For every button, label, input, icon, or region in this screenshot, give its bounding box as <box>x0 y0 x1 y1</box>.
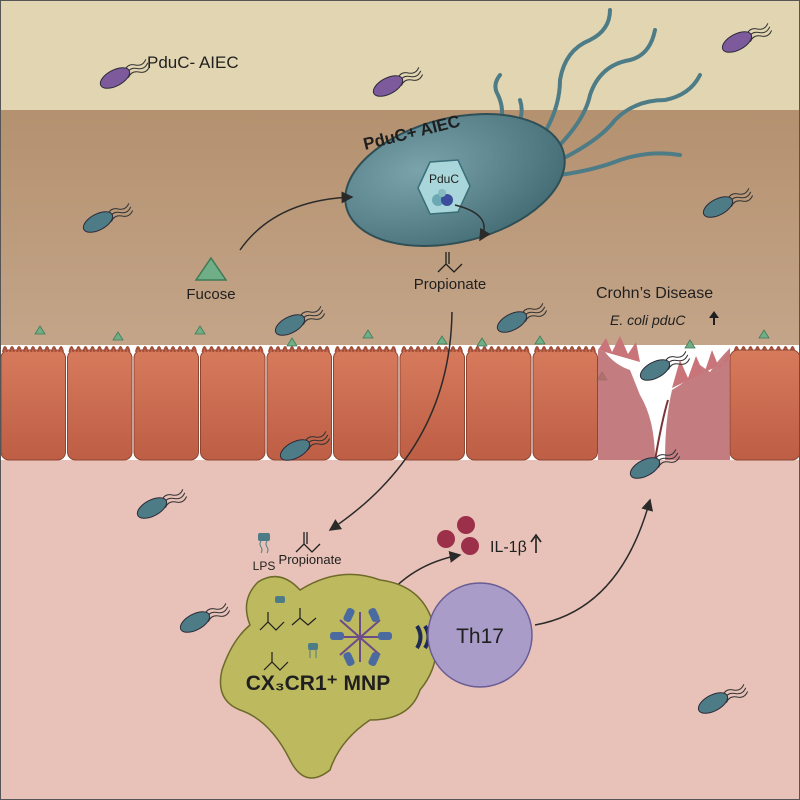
fucose-triangle-icon <box>758 329 770 339</box>
mnp-label: CX₃CR1⁺ MNP <box>246 672 390 695</box>
up-arrow-icon <box>709 311 719 325</box>
up-arrow-icon <box>530 533 542 553</box>
bacterium <box>629 449 681 479</box>
epithelial-cell <box>466 346 532 461</box>
epithelial-cell <box>0 346 66 461</box>
propionate-molecule-icon <box>295 532 321 553</box>
fucose-triangle-icon <box>34 325 46 335</box>
fucose-triangle-icon <box>194 325 206 335</box>
il1b-label: IL-1β <box>490 539 527 556</box>
epithelial-cell <box>200 346 266 461</box>
bacterium <box>639 351 691 381</box>
bacterium <box>697 684 749 714</box>
fucose-triangle-icon <box>534 335 546 345</box>
propionate-molecule-icon <box>437 252 463 273</box>
fucose-triangle-icon <box>362 329 374 339</box>
pduc-minus-aiec-label: PduC- AIEC <box>147 53 239 72</box>
bacterium <box>179 603 231 633</box>
bacteria-group <box>82 23 773 714</box>
bacterium <box>721 23 773 53</box>
mucus-layer <box>0 0 800 110</box>
fucose-triangle-icon <box>194 256 228 281</box>
pduc-label: PduC <box>429 172 459 186</box>
damaged-epithelium <box>598 336 730 461</box>
pduc-plus-aiec-large: PduC <box>344 8 702 247</box>
pathway-arrows <box>239 191 654 626</box>
fucose-triangle-icon <box>112 331 124 341</box>
bacterium <box>702 188 754 218</box>
lps-molecule-icon <box>258 533 270 554</box>
pduc-microcompartment <box>417 159 471 215</box>
cx3cr1-mnp-cell: CX₃CR1⁺ MNP <box>219 573 438 779</box>
bacterium <box>372 67 424 97</box>
epithelial-cell <box>729 349 800 461</box>
fucose-triangle-icon <box>286 337 298 347</box>
propionate-lumen-label: Propionate <box>414 276 487 293</box>
bacterium <box>82 203 134 233</box>
ecoli-pduc-label: E. coli pduC <box>610 312 686 328</box>
th17-label: Th17 <box>456 625 504 648</box>
epithelial-cell <box>333 346 399 461</box>
bacterium <box>136 489 188 519</box>
fucose-label: Fucose <box>186 286 235 303</box>
epithelium <box>0 325 800 461</box>
crohns-disease-label: Crohn’s Disease <box>596 285 713 302</box>
bacterium <box>274 306 326 336</box>
th17-cell: Th17 <box>427 582 533 688</box>
lps-label: LPS <box>253 559 276 573</box>
bacterium <box>279 431 331 461</box>
fucose-triangle-icon <box>684 339 696 349</box>
epithelial-cell <box>532 346 598 461</box>
il1b-molecules <box>437 516 479 555</box>
epithelial-cell <box>133 346 199 461</box>
epithelial-cell <box>266 346 332 461</box>
bacterium <box>496 303 548 333</box>
fucose-triangle-icon <box>476 337 488 347</box>
bacterium <box>99 59 151 89</box>
fucose-triangle-icon <box>436 335 448 345</box>
inflammasome-icon <box>330 607 392 667</box>
epithelial-cell <box>399 346 465 461</box>
propionate-tissue-label: Propionate <box>279 552 342 567</box>
epithelial-cell <box>67 346 133 461</box>
